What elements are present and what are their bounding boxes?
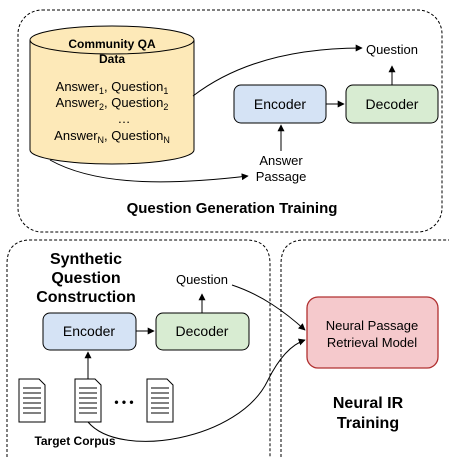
left-encoder-label: Encoder bbox=[63, 323, 115, 339]
qa-pair-2: Answer2, Question2 bbox=[56, 95, 169, 112]
arrow-corpus-to-model bbox=[87, 338, 306, 442]
model-label-line-1: Neural Passage bbox=[326, 318, 419, 333]
arrow-db-to-answer-passage bbox=[49, 159, 249, 183]
db-title-line-2: Data bbox=[99, 52, 125, 66]
top-question-label: Question bbox=[366, 42, 418, 57]
qa-pair-n: AnswerN, QuestionN bbox=[54, 128, 170, 145]
synthetic-construction-panel bbox=[6, 239, 271, 457]
arrow-question-to-model bbox=[231, 284, 306, 331]
top-decoder-label: Decoder bbox=[366, 96, 419, 112]
synthetic-title-line-1: Synthetic bbox=[50, 251, 122, 268]
document-icon-1 bbox=[18, 378, 46, 423]
community-qa-database bbox=[29, 25, 195, 165]
neural-ir-panel bbox=[280, 239, 449, 457]
top-encoder-label: Encoder bbox=[254, 96, 306, 112]
synthetic-title-line-3: Construction bbox=[36, 289, 136, 306]
synthetic-title-line-2: Question bbox=[51, 270, 120, 287]
qa-pair-1: Answer1, Question1 bbox=[56, 79, 169, 96]
arrow-db-to-question bbox=[192, 44, 363, 97]
document-icon-3 bbox=[146, 378, 174, 423]
answer-passage-line-1: Answer bbox=[259, 153, 303, 168]
answer-passage-line-2: Passage bbox=[256, 169, 307, 184]
question-generation-title: Question Generation Training bbox=[127, 200, 338, 217]
document-ellipsis: • • • bbox=[114, 395, 133, 409]
target-corpus-label: Target Corpus bbox=[34, 434, 115, 448]
db-title-line-1: Community QA bbox=[68, 37, 156, 51]
left-question-label: Question bbox=[176, 272, 228, 287]
question-generation-panel bbox=[17, 9, 443, 233]
neural-ir-title-line-2: Training bbox=[337, 415, 399, 432]
qa-pair-ellipsis: … bbox=[118, 111, 131, 126]
model-label-line-2: Retrieval Model bbox=[327, 335, 417, 350]
neural-ir-title-line-1: Neural IR bbox=[333, 395, 404, 412]
neural-passage-retrieval-model-box bbox=[306, 296, 439, 369]
left-decoder-label: Decoder bbox=[176, 323, 229, 339]
document-icon-2 bbox=[74, 378, 102, 423]
